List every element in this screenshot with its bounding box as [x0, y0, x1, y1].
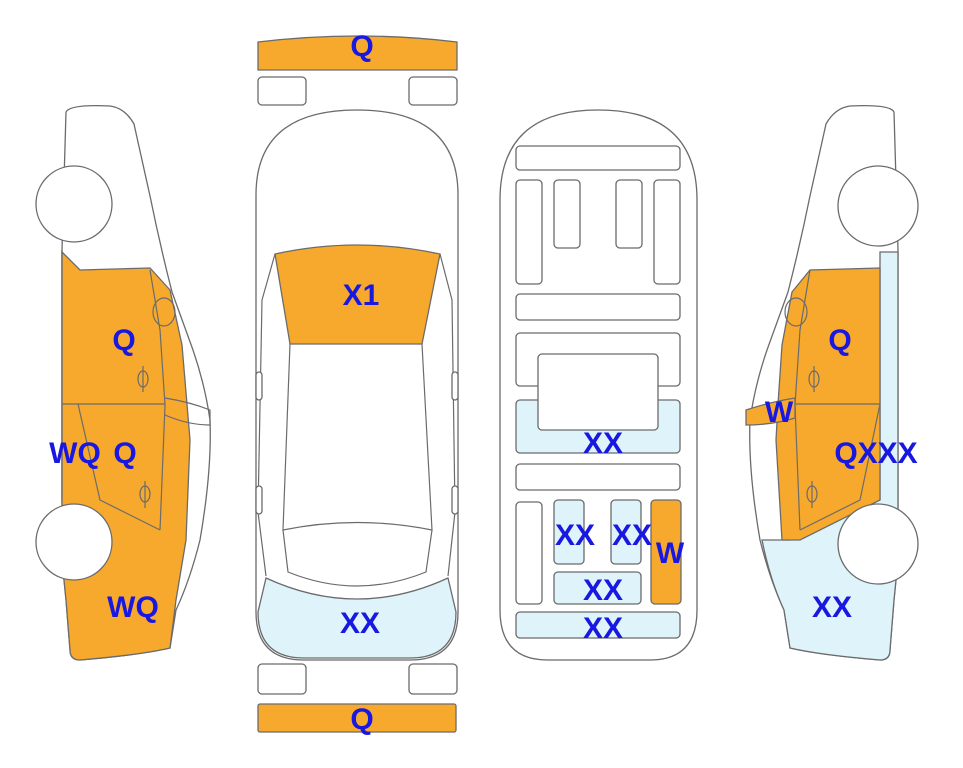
right-front-door-label: Q: [828, 324, 851, 357]
right-rear-member-label: W: [656, 537, 685, 570]
right-front-door-handle-icon: [808, 366, 820, 392]
right-rear-door-label: QXXX: [834, 437, 917, 470]
left-front-door-handle-icon: [137, 366, 149, 392]
front-right-light: [408, 76, 458, 106]
left-rear-wheel-icon: [35, 503, 113, 581]
right-rear-door-handle-icon: [806, 481, 818, 508]
rear-left-light: [257, 663, 307, 695]
right-mirror: [745, 397, 796, 426]
right-front-wheel-icon: [837, 165, 919, 247]
right-rear-quarter-label: XX: [812, 591, 852, 624]
right-rear-wheel-icon: [837, 503, 919, 585]
rear-bumper-label: Q: [350, 703, 373, 736]
left-rear-door-label: Q: [113, 437, 136, 470]
left-rear-door-handle-icon: [139, 481, 151, 508]
left-rocker-label: WQ: [49, 437, 101, 470]
right-rear-rail: [610, 499, 642, 565]
left-rear-rail-label: XX: [555, 519, 595, 552]
top-body-outline: [255, 109, 459, 661]
rear-bumper: [257, 703, 457, 733]
rear-right-light: [408, 663, 458, 695]
rear-end-panel: [515, 611, 681, 639]
left-rear-rail: [553, 499, 585, 565]
trunk-lid: [257, 577, 457, 659]
right-side-view: Q W QXXX XX: [745, 104, 919, 661]
underbody-view: XX XX XX W XX XX: [499, 109, 698, 661]
rear-end-panel-label: XX: [583, 612, 623, 645]
right-mirror-label: W: [765, 396, 794, 429]
right-rear-member: [650, 499, 682, 605]
left-side-view: Q WQ Q WQ: [35, 104, 211, 661]
spare-wheel-well: [553, 571, 642, 605]
front-bumper-label: Q: [350, 30, 373, 63]
front-bumper: [257, 35, 458, 71]
left-front-door-label: Q: [112, 324, 135, 357]
left-rear-quarter-label: WQ: [107, 591, 159, 624]
front-left-light: [257, 76, 307, 106]
left-front-wheel-icon: [35, 165, 113, 243]
trunk-label: XX: [340, 607, 380, 640]
middle-floor-label: XX: [583, 427, 623, 460]
spare-wheel-well-label: XX: [583, 574, 623, 607]
right-rear-rail-label: XX: [612, 519, 652, 552]
top-view: Q X1 XX Q: [255, 30, 459, 736]
hood-label: X1: [343, 279, 380, 312]
